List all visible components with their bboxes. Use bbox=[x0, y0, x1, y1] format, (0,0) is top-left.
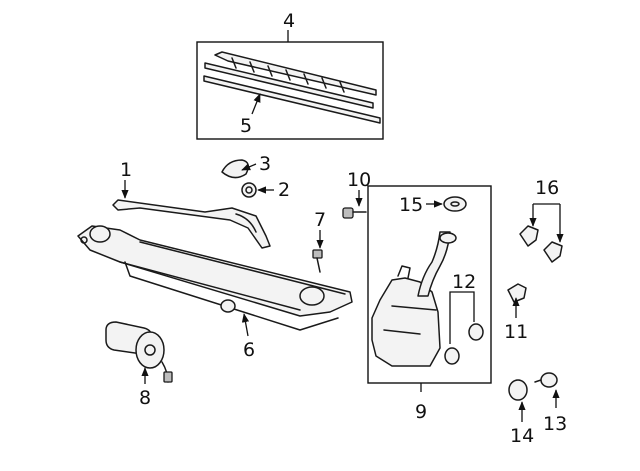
reservoir-group-frame bbox=[367, 185, 492, 384]
callout-5: 5 bbox=[240, 115, 252, 137]
wiper-motor bbox=[105, 321, 173, 383]
leader-lines bbox=[121, 30, 564, 422]
washer-reservoir bbox=[371, 231, 457, 367]
callout-12: 12 bbox=[452, 271, 476, 293]
callout-2: 2 bbox=[278, 179, 290, 201]
wiper-arm bbox=[112, 199, 271, 249]
callout-10: 10 bbox=[347, 169, 371, 191]
callout-3: 3 bbox=[259, 153, 271, 175]
callout-14: 14 bbox=[510, 425, 534, 447]
callout-8: 8 bbox=[139, 387, 151, 409]
pump-fastener bbox=[534, 372, 558, 388]
linkage-bolt bbox=[312, 249, 323, 273]
callout-7: 7 bbox=[314, 209, 326, 231]
callout-4: 4 bbox=[283, 10, 295, 32]
wiper-blade-refill bbox=[203, 75, 381, 124]
hose-connector bbox=[507, 283, 527, 303]
pump-grommet bbox=[508, 379, 528, 401]
washer-pumps bbox=[444, 323, 484, 365]
callout-9: 9 bbox=[415, 401, 427, 423]
wiper-linkage bbox=[77, 225, 353, 331]
callout-16: 16 bbox=[535, 177, 559, 199]
arm-nut bbox=[241, 182, 257, 198]
callout-13: 13 bbox=[543, 413, 567, 435]
blade-group-frame bbox=[196, 41, 384, 140]
wiper-blade-assembly bbox=[204, 51, 377, 109]
filler-grommet bbox=[443, 196, 467, 212]
callout-15: 15 bbox=[399, 194, 423, 216]
callout-6: 6 bbox=[243, 339, 255, 361]
callout-11: 11 bbox=[504, 321, 528, 343]
callout-1: 1 bbox=[120, 159, 132, 181]
washer-nozzles bbox=[519, 225, 563, 263]
reservoir-bolt bbox=[342, 207, 367, 219]
